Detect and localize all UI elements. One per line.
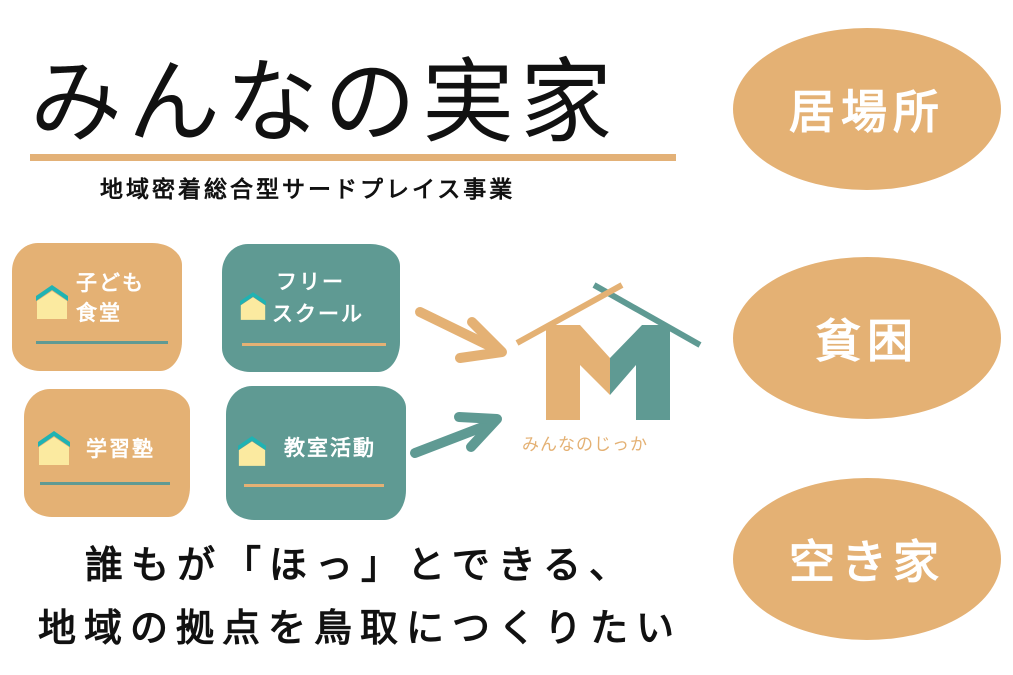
card-label-line2: 食堂 xyxy=(76,301,122,325)
bubble-label: 空き家 xyxy=(789,535,945,589)
main-title: みんなの実家 xyxy=(30,49,619,156)
card-kyoshitsu-katsudo: 教室活動 xyxy=(226,386,406,520)
bubble-akiya: 空き家 xyxy=(733,478,1001,640)
card-divider xyxy=(244,484,384,487)
card-label-line1: フリー xyxy=(276,270,345,294)
tagline-line1: 誰もが「ほっ」とできる、 xyxy=(84,543,636,587)
arrow-right-up-icon xyxy=(410,412,502,458)
house-icon xyxy=(240,292,266,320)
title-underline xyxy=(30,154,676,161)
card-free-school: フリー スクール xyxy=(222,244,400,372)
card-label: 教室活動 xyxy=(284,436,376,460)
card-divider xyxy=(242,343,386,346)
bubble-ibasho: 居場所 xyxy=(733,28,1001,190)
card-label-line2: スクール xyxy=(272,302,364,326)
minna-no-jikka-logo xyxy=(515,282,702,420)
subtitle: 地域密着総合型サードプレイス事業 xyxy=(100,177,516,203)
logo-caption: みんなのじっか xyxy=(522,435,648,455)
card-label: 学習塾 xyxy=(86,437,155,461)
card-divider xyxy=(40,482,170,485)
bubble-hinkon: 貧困 xyxy=(733,257,1001,419)
tagline-line2: 地域の拠点を鳥取につくりたい xyxy=(37,606,682,650)
house-icon xyxy=(238,436,266,466)
bubble-label: 居場所 xyxy=(789,85,945,139)
card-gakushu-juku: 学習塾 xyxy=(24,389,190,517)
card-divider xyxy=(36,341,168,344)
bubble-label: 貧困 xyxy=(815,314,919,368)
card-label-line1: 子ども xyxy=(76,271,145,295)
house-icon xyxy=(38,431,70,465)
house-icon xyxy=(36,285,68,319)
card-kodomo-shokudo: 子ども 食堂 xyxy=(12,243,182,371)
arrow-right-down-icon xyxy=(415,307,507,363)
